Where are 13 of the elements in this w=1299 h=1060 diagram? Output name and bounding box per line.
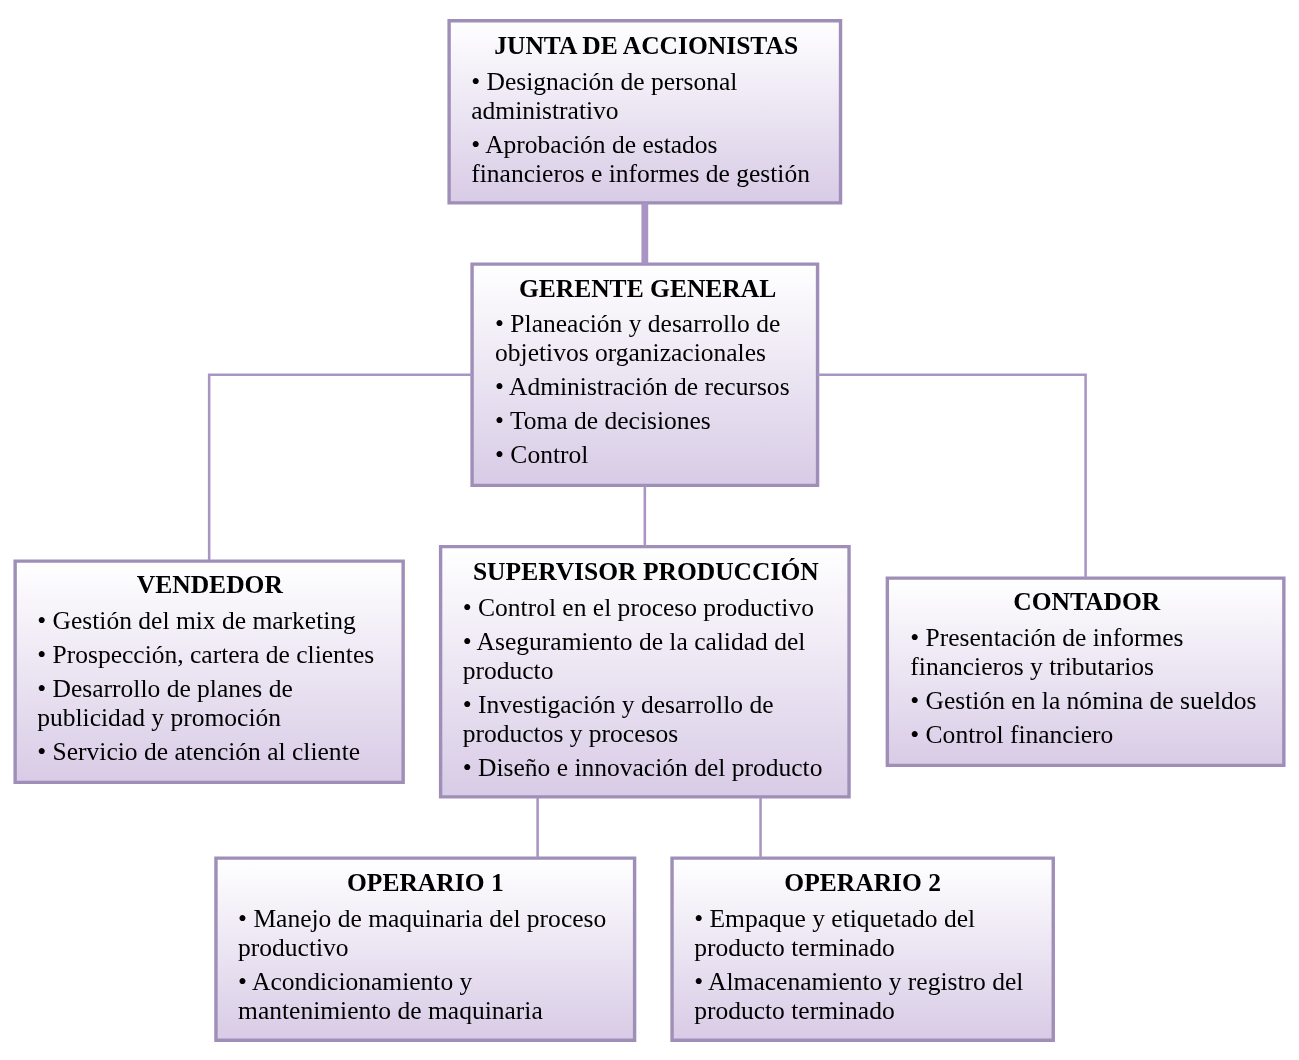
node-box: SUPERVISOR PRODUCCIÓN • Control en el proceso productivo • Aseguramiento de la calidad del producto • Investigación y desarrollo de productos y procesos • Diseño e innovación del producto bbox=[438, 544, 851, 799]
node-box: OPERARIO 1 • Manejo de maquinaria del proceso productivo • Acondicionamiento y mantenimiento de maquinaria bbox=[214, 855, 637, 1042]
node-box: CONTADOR • Presentación de informes financieros y tributarios • Gestión en la nómina de sueldos • Control financiero bbox=[885, 575, 1286, 767]
connector bbox=[536, 796, 539, 858]
node-box: JUNTA DE ACCIONISTAS • Designación de personal administrativo • Aprobación de estados financieros e informes de gestión bbox=[447, 18, 843, 205]
connector bbox=[817, 373, 1087, 578]
node-box: VENDEDOR • Gestión del mix de marketing • Prospección, cartera de clientes • Desarrollo de planes de publicidad y promoción • Servicio de atención al cliente bbox=[13, 558, 405, 784]
connector bbox=[207, 373, 472, 560]
connector bbox=[641, 202, 649, 264]
connector bbox=[759, 796, 762, 858]
node-box: OPERARIO 2 • Empaque y etiquetado del producto terminado • Almacenamiento y registro del producto terminado bbox=[670, 855, 1055, 1042]
connector bbox=[643, 485, 647, 546]
node-box: GERENTE GENERAL • Planeación y desarrollo de objetivos organizacionales • Administración de recursos • Toma de decisiones • Control bbox=[470, 261, 820, 487]
